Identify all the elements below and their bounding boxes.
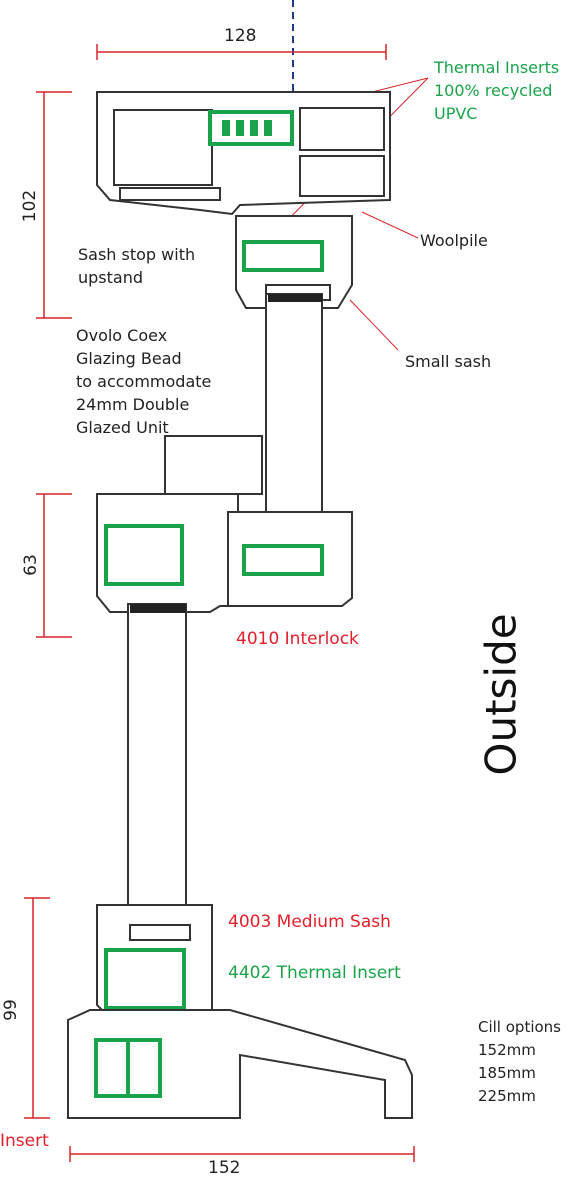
ovolo-line-2: Glazing Bead [76,349,182,368]
ovolo-line-4: 24mm Double [76,395,190,414]
thermal-inserts-label: Thermal Inserts 100% recycled UPVC [434,56,559,125]
outside-label: Outside [476,613,526,776]
dimension-bottom-height [24,897,50,1119]
thermal-insert-4402-label: 4402 Thermal Insert [228,963,401,983]
head-frame-profile [96,91,391,216]
thermal-inserts-line-1: Thermal Inserts [434,58,560,77]
thermal-inserts-line-2: 100% recycled [434,81,553,100]
interlock-thermal-insert-left [104,524,184,586]
dim-top-height: 102 [20,189,41,223]
small-sash-label: Small sash [405,352,492,371]
ovolo-line-5: Glazed Unit [76,418,169,437]
small-sash-thermal-insert [242,240,324,272]
medium-sash-thermal-insert [104,948,186,1010]
cill-option-225: 225mm [478,1087,536,1105]
thermal-inserts-line-3: UPVC [434,104,478,123]
cill-options-label: Cill options 152mm 185mm 225mm [478,1016,561,1108]
cill-options-heading: Cill options [478,1018,561,1036]
interlock-thermal-insert-right [242,544,324,576]
ovolo-label: Ovolo Coex Glazing Bead to accommodate 2… [76,324,211,439]
insert-label: Insert [0,1131,49,1151]
sash-stop-line-2: upstand [78,268,144,287]
dim-top-width: 128 [224,26,257,46]
dim-bottom-width: 152 [208,1158,241,1178]
dimension-bottom-width [69,1146,415,1162]
sash-stop-label: Sash stop with upstand [78,243,195,289]
ovolo-line-3: to accommodate [76,372,212,391]
dimension-top-width [96,44,387,60]
dim-interlock-height: 63 [20,554,41,576]
dim-bottom-height: 99 [0,999,21,1021]
upper-glazing-unit [265,293,323,525]
interlock-label: 4010 Interlock [236,629,359,649]
lower-glazing-unit [127,603,187,927]
dimension-interlock-height [36,493,72,638]
medium-sash-label: 4003 Medium Sash [228,912,391,932]
cill-option-152: 152mm [478,1041,536,1059]
woolpile-label: Woolpile [420,231,488,250]
cill-option-185: 185mm [478,1064,536,1082]
sash-stop-line-1: Sash stop with [78,245,196,264]
dimension-top-height [36,91,72,319]
ovolo-line-1: Ovolo Coex [76,326,168,345]
